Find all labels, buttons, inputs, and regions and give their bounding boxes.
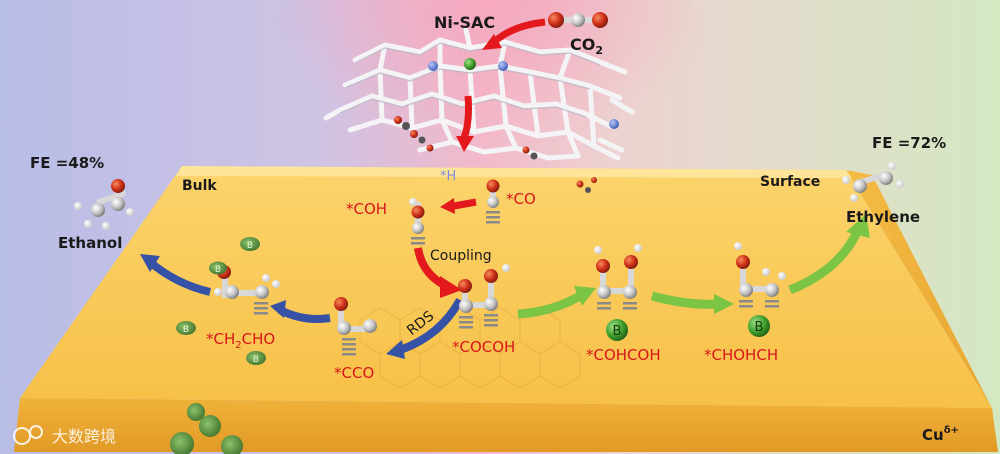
- cocoh-label: *COCOH: [452, 338, 515, 356]
- coh-adsorbate: [409, 198, 425, 245]
- coh-label: *COH: [346, 200, 387, 218]
- cco-arrow-head: [270, 300, 286, 318]
- ethylene-arrow-head: [846, 214, 870, 238]
- nitrogen-atom: [498, 61, 508, 71]
- boron-site: [748, 315, 770, 337]
- ethanol-arrow-head: [140, 254, 160, 272]
- svg-text:B: B: [247, 241, 253, 251]
- coupling-arrow-head: [440, 276, 462, 298]
- cco-adsorbate: [334, 297, 377, 356]
- cohcoh-to-chohch-arrow-head: [714, 294, 734, 314]
- chohch-label: *CHOHCH: [704, 346, 778, 364]
- cocoh-adsorbate: [458, 264, 510, 329]
- green-arrows: [517, 214, 870, 319]
- red-arrows: [414, 18, 546, 298]
- coupling-label: Coupling: [430, 248, 492, 264]
- cu-slab: [14, 166, 998, 454]
- h-addition-arrow-head: [440, 198, 455, 214]
- watermark-logo: [29, 425, 43, 439]
- boron-oval: [246, 351, 266, 365]
- gas-molecules: [394, 116, 597, 193]
- fe-ethylene-label: FE =72%: [872, 134, 946, 152]
- ethanol-label: Ethanol: [58, 234, 122, 252]
- substrate-label: Cuδ+: [922, 425, 959, 444]
- svg-text:B: B: [183, 325, 189, 335]
- nickel-atom: [464, 58, 476, 70]
- co-descent-arrow-head: [456, 136, 474, 152]
- watermark-text: 大数跨境: [52, 427, 116, 446]
- nitrogen-atom: [609, 119, 619, 129]
- boron-markers: B B B B B B: [176, 237, 770, 365]
- watermark-logo: [13, 427, 31, 445]
- nitrogen-atom: [428, 61, 438, 71]
- ni-sac-graphene: [323, 27, 635, 161]
- ethylene-label: Ethylene: [846, 208, 920, 226]
- boron-oval: [209, 261, 227, 275]
- surface-label: Surface: [760, 174, 820, 190]
- cocoh-to-cohcoh-arrow-head: [574, 286, 596, 306]
- fe-ethanol-label: FE =48%: [30, 154, 104, 172]
- rds-arrow-head: [386, 340, 405, 359]
- svg-text:B: B: [755, 320, 764, 335]
- co2-label: CO2: [570, 35, 603, 57]
- svg-text:B: B: [215, 265, 221, 275]
- ethanol-molecule: [74, 179, 134, 230]
- ethylene-molecule: [842, 162, 904, 202]
- co-adsorbate: [486, 179, 500, 224]
- ch2cho-label: *CH2CHO: [206, 330, 275, 351]
- boron-oval: [240, 237, 260, 251]
- background-glow: [270, 0, 710, 210]
- blue-arrows: [140, 254, 464, 359]
- co2-molecule: [548, 12, 608, 28]
- cohcoh-label: *COHCOH: [586, 346, 661, 364]
- co-label: *CO: [506, 190, 536, 208]
- boron-site: [606, 319, 628, 341]
- h-label: *H: [440, 169, 456, 184]
- svg-text:B: B: [613, 324, 622, 339]
- boron-oval: [176, 321, 196, 335]
- cohcoh-adsorbate: [594, 244, 642, 310]
- graphene-shadow: [339, 42, 601, 118]
- watermark: 大数跨境: [13, 425, 116, 446]
- co2-adsorption-arrow-head: [482, 34, 502, 50]
- svg-text:B: B: [253, 355, 259, 365]
- ni-sac-label: Ni-SAC: [434, 13, 495, 32]
- cco-label: *CCO: [334, 364, 374, 382]
- bulk-label: Bulk: [182, 178, 217, 194]
- embedded-boron-spheres: [170, 403, 243, 454]
- chohch-adsorbate: [734, 242, 786, 308]
